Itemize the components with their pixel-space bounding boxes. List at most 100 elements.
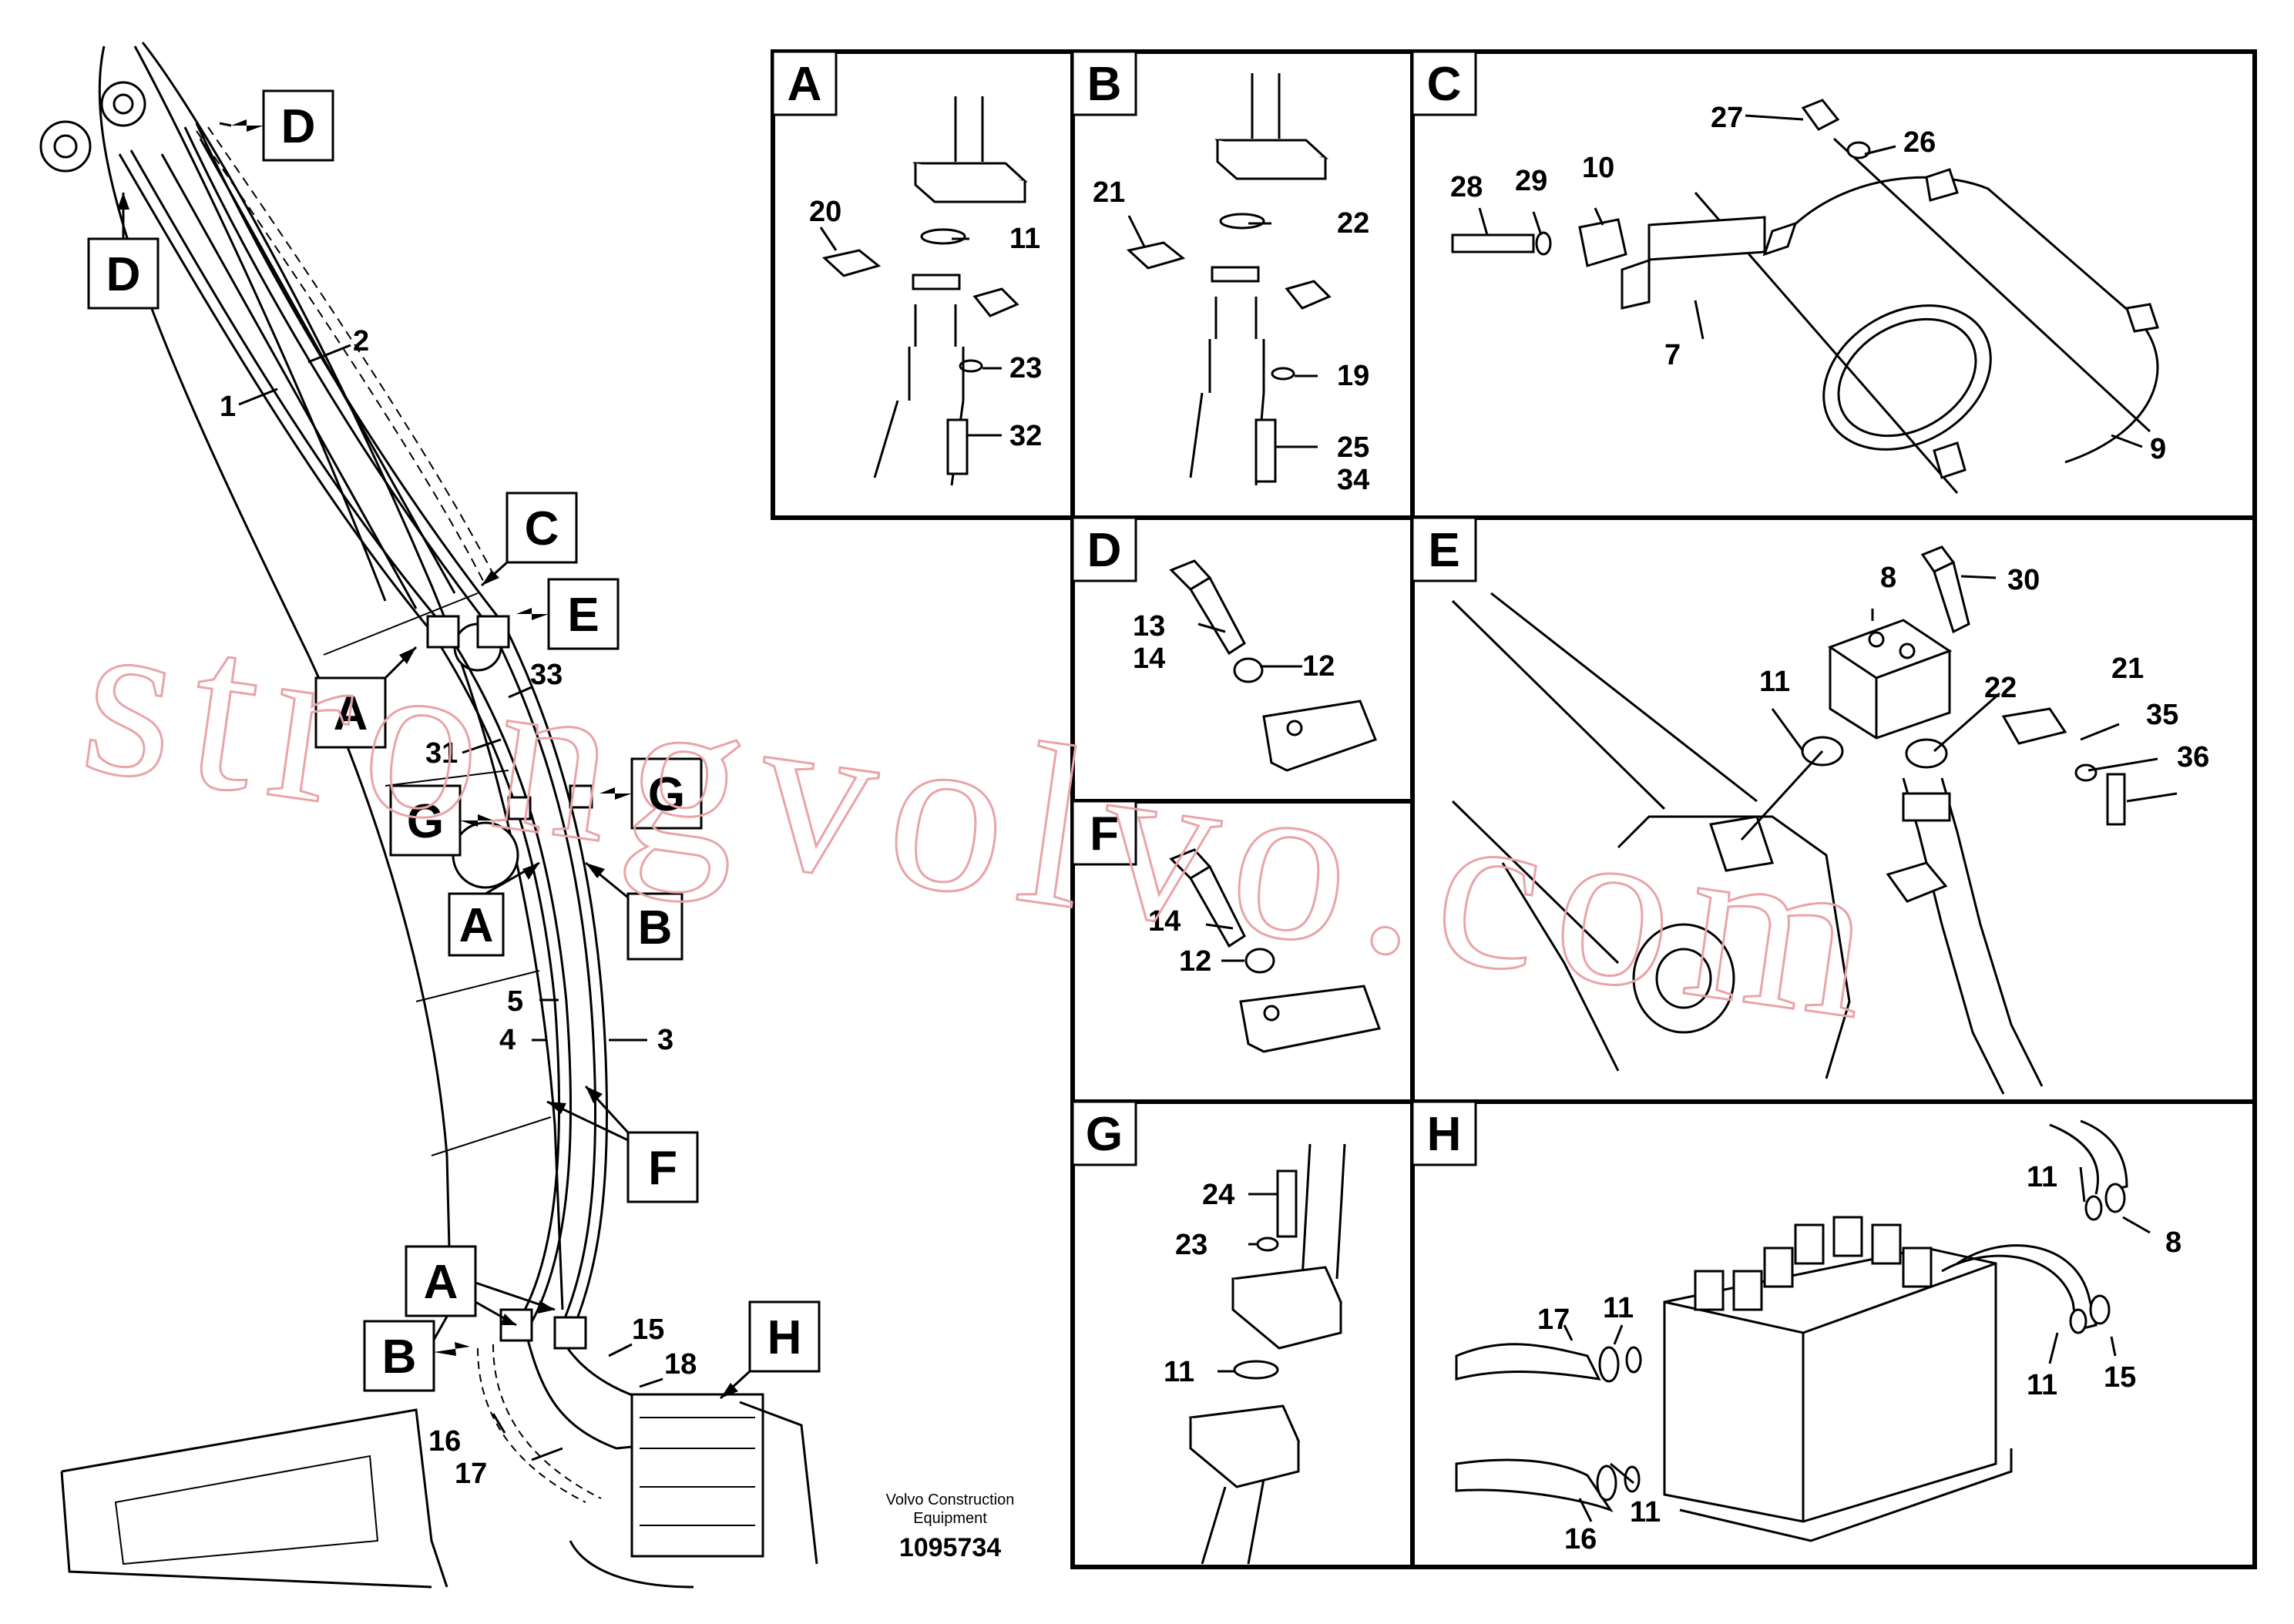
main-label-1: 1 — [220, 391, 236, 423]
panel-D-label-13: 13 — [1133, 610, 1165, 643]
callout-G-left-letter: G — [407, 795, 444, 848]
panel-C-label-28: 28 — [1450, 171, 1483, 203]
main-label-17: 17 — [455, 1458, 487, 1490]
callout-G-right: G — [600, 757, 703, 830]
panel-B-label-25: 25 — [1337, 431, 1369, 464]
main-label-3: 3 — [657, 1024, 673, 1056]
main-label-31: 31 — [425, 737, 458, 770]
panel-C-label-27: 27 — [1711, 102, 1743, 134]
panel-C-drawing — [1451, 99, 2159, 494]
callout-B-middle: B — [585, 861, 683, 961]
panel-tag-H: H — [1411, 1100, 1477, 1166]
callout-D-top: D — [219, 89, 334, 162]
panel-E-label-35: 35 — [2146, 699, 2178, 731]
callout-A-middle: A — [448, 861, 540, 957]
callout-D-left-letter: D — [106, 248, 141, 301]
callout-E: E — [516, 578, 620, 650]
panel-tag-F: F — [1071, 800, 1137, 866]
panel-D-drawing — [1169, 559, 1377, 772]
panel-H-label-11-left: 11 — [1603, 1292, 1634, 1324]
panel-G-label-11: 11 — [1164, 1356, 1194, 1388]
panel-letter-F: F — [1090, 807, 1119, 861]
panel-tag-D: D — [1071, 516, 1137, 582]
panel-letter-C: C — [1427, 58, 1462, 111]
panel-letter-A: A — [788, 58, 822, 111]
panel-F-label-14: 14 — [1148, 905, 1181, 938]
main-label-2: 2 — [353, 325, 369, 357]
panel-letter-B: B — [1087, 58, 1122, 111]
panel-B-label-19: 19 — [1337, 360, 1369, 392]
main-part-labels — [238, 344, 663, 1461]
panel-F-label-12: 12 — [1179, 945, 1211, 978]
panel-letter-D: D — [1087, 524, 1122, 577]
panel-C-label-29: 29 — [1515, 165, 1547, 197]
panel-D-label-14: 14 — [1133, 643, 1165, 675]
callout-A-upper: A — [314, 646, 418, 749]
panel-C-label-9: 9 — [2150, 433, 2166, 465]
panel-H-label-11-right: 11 — [2027, 1369, 2057, 1401]
panel-tag-A: A — [771, 50, 838, 116]
panel-E-label-11: 11 — [1759, 666, 1790, 698]
panel-E-label-22: 22 — [1984, 672, 2017, 704]
panel-tag-B: B — [1071, 50, 1137, 116]
main-callouts: D D C E A G — [87, 89, 821, 1400]
panel-letter-boxes: A B C D E F G H — [771, 50, 1477, 1166]
callout-A-middle-letter: A — [459, 899, 494, 952]
company-line-2: Equipment — [913, 1510, 987, 1527]
callout-G-left: G — [389, 784, 493, 857]
callout-B-lower: B — [363, 1320, 470, 1392]
panel-F-drawing — [1169, 848, 1382, 1053]
panel-B-label-22: 22 — [1337, 207, 1369, 240]
callout-B-lower-letter: B — [382, 1330, 417, 1384]
callout-A-upper-letter: A — [334, 687, 368, 740]
callout-G-right-letter: G — [648, 768, 685, 821]
callout-D-left: D — [87, 193, 160, 310]
panel-H-label-15: 15 — [2104, 1361, 2136, 1394]
callout-H: H — [719, 1300, 821, 1400]
panel-letter-G: G — [1086, 1108, 1123, 1161]
panel-G-drawing — [1188, 1143, 1346, 1565]
callout-F: F — [546, 1085, 699, 1203]
panel-A-label-32: 32 — [1009, 420, 1042, 452]
callout-C-letter: C — [525, 502, 559, 555]
panel-A-label-20: 20 — [809, 196, 841, 228]
panel-C-label-10: 10 — [1582, 152, 1614, 184]
drawing-number: 1095734 — [899, 1533, 1001, 1562]
panel-letter-H: H — [1427, 1108, 1462, 1161]
panel-G-label-23: 23 — [1175, 1229, 1207, 1261]
watermark-text: strongvolvo.com — [70, 564, 1903, 1070]
main-label-16: 16 — [428, 1425, 461, 1458]
panel-A-label-23: 23 — [1009, 352, 1042, 384]
panel-E-label-36: 36 — [2177, 741, 2209, 773]
panel-tag-C: C — [1411, 50, 1477, 116]
detail-panels-frame — [771, 49, 2257, 1569]
panel-H-label-8: 8 — [2165, 1226, 2181, 1259]
callout-H-letter: H — [767, 1311, 802, 1364]
main-label-5: 5 — [507, 985, 523, 1018]
panel-H-drawing — [1455, 1119, 2151, 1542]
callout-C: C — [480, 492, 578, 587]
panel-H-label-11-bottom: 11 — [1630, 1496, 1661, 1528]
panel-tag-E: E — [1411, 516, 1477, 582]
company-line-1: Volvo Construction — [886, 1491, 1015, 1508]
panel-B-label-34: 34 — [1337, 464, 1369, 496]
panel-B-drawing — [1126, 73, 1332, 486]
callout-D-top-letter: D — [281, 100, 316, 153]
panel-H-label-16: 16 — [1564, 1523, 1597, 1555]
panel-H-label-17: 17 — [1537, 1304, 1570, 1336]
panel-E-label-30: 30 — [2007, 564, 2040, 596]
panel-H-label-11-top: 11 — [2027, 1161, 2057, 1193]
panel-E-label-8: 8 — [1880, 562, 1896, 594]
panel-C-label-26: 26 — [1903, 126, 1936, 159]
main-label-15: 15 — [632, 1314, 664, 1346]
panel-E-label-21: 21 — [2111, 653, 2144, 685]
callout-F-letter: F — [648, 1142, 677, 1195]
panel-A-drawing — [819, 96, 1028, 486]
callout-E-letter: E — [567, 589, 599, 642]
panel-C-label-7: 7 — [1664, 339, 1681, 371]
main-label-33: 33 — [530, 659, 563, 691]
main-label-18: 18 — [664, 1348, 697, 1381]
callout-A-lower-letter: A — [424, 1256, 458, 1309]
